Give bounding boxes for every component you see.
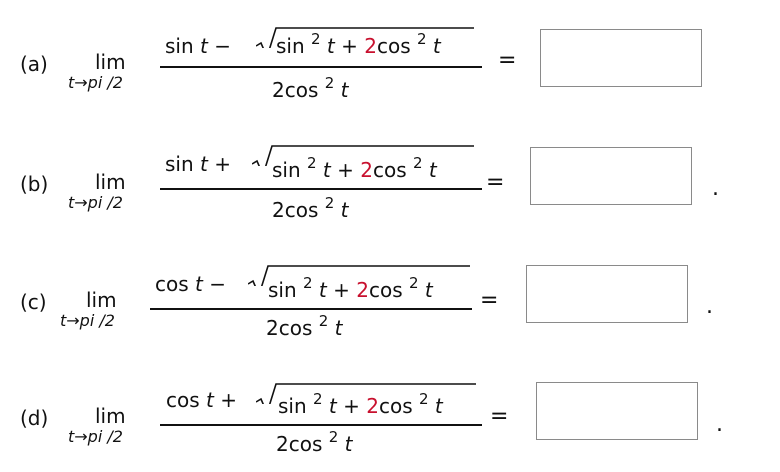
radicand: sin 2 t + 2cos 2 t [278,390,443,418]
limit-subscript: t→pi /2 [60,311,115,330]
limit-operator: lim [95,404,126,428]
radical-sign [256,383,476,404]
numerator: cos t − [155,272,226,296]
answer-input[interactable] [536,382,698,440]
equals-sign: = [490,404,509,429]
problem-b: (b) lim t→pi /2 sin t + sin 2 t + 2cos 2… [0,118,780,236]
numerator: sin t + [165,152,231,176]
period: . [706,294,713,319]
fraction-bar [160,188,482,190]
limit-subscript: t→pi /2 [68,193,123,212]
equals-sign: = [480,288,499,313]
radical-sign [256,27,474,48]
radicand: sin 2 t + 2cos 2 t [268,274,433,302]
fraction-bar [160,66,482,68]
denominator: 2cos 2 t [276,428,353,456]
problem-d: (d) lim t→pi /2 cos t + sin 2 t + 2cos 2… [0,354,780,472]
radical-sign [252,145,474,166]
numerator: sin t − [165,34,231,58]
radicand: sin 2 t + 2cos 2 t [272,154,437,182]
denominator: 2cos 2 t [272,74,349,102]
answer-input[interactable] [540,29,702,87]
problem-label: (c) [20,290,47,314]
equals-sign: = [486,170,505,195]
limit-subscript: t→pi /2 [68,73,123,92]
denominator: 2cos 2 t [272,194,349,222]
problem-c: (c) lim t→pi /2 cos t − sin 2 t + 2cos 2… [0,236,780,354]
problem-label: (a) [20,52,48,76]
period: . [712,176,719,201]
limit-operator: lim [86,288,117,312]
equals-sign: = [498,48,517,73]
fraction-bar [150,308,472,310]
limit-operator: lim [95,170,126,194]
fraction-bar [160,424,482,426]
period: . [716,412,723,437]
problem-a: (a) lim t→pi /2 sin t − sin 2 t + 2cos 2… [0,0,780,118]
problem-label: (b) [20,172,49,196]
answer-input[interactable] [530,147,692,205]
limit-subscript: t→pi /2 [68,427,123,446]
radical-sign [248,265,470,286]
numerator: cos t + [166,388,237,412]
limit-operator: lim [95,50,126,74]
radicand: sin 2 t + 2cos 2 t [276,30,441,58]
denominator: 2cos 2 t [266,312,343,340]
answer-input[interactable] [526,265,688,323]
problem-label: (d) [20,406,49,430]
